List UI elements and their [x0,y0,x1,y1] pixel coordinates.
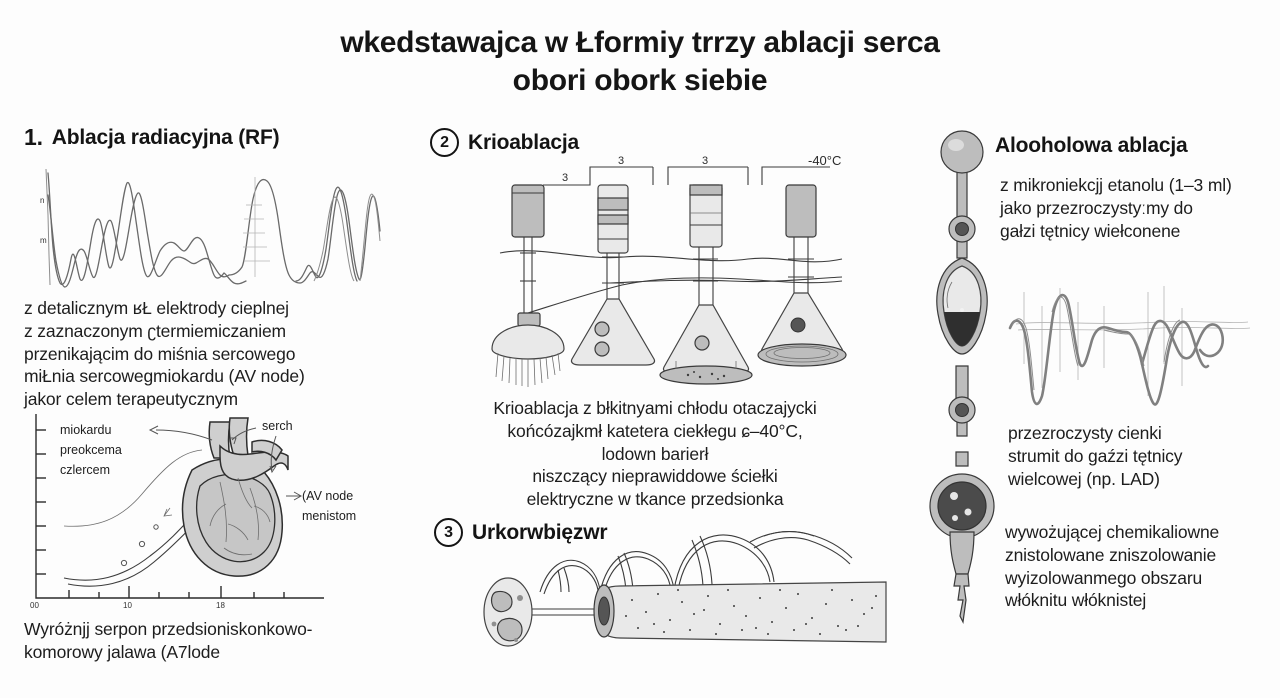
heart-label-left-2: preokcema [60,443,122,457]
rf-caption-line-1: Wyróżnjj serpon przedsioniskonkowo- [24,619,313,639]
pipe-label-1: 3 [562,172,568,184]
cryo-paragraph-line-5: elektryczne w tkance przedsionka [526,489,784,509]
column-rf-ablation: 1. Ablacja radiacyjna (RF) n m [24,124,414,411]
svg-text:n: n [40,196,44,205]
section-number-3: 3 [434,518,463,547]
page-title-line-1: wkedstawajca w Łformiy trrzy ablacji ser… [340,26,940,59]
alcohol-p3-line-2: znistolowane zniszolowanie [1005,544,1217,565]
section-heading-third: 3 Urkorwbięzwr [434,518,608,547]
section-title-cryo: Krioablacja [468,130,580,154]
rf-paragraph: z detalicznym ʁŁ elektrody cieplnej z za… [24,297,414,411]
rf-paragraph-line-5: jakor celem terapeutycznym [24,389,238,409]
alcohol-p2-line-3: wielcowej (np. LAD) [1008,468,1160,489]
heart-label-av-1: (AV node [302,489,353,503]
section-title-alcohol: Alooholowa ablacja [995,134,1188,157]
rf-caption: Wyróżnjj serpon przedsioniskonkowo- komo… [24,618,424,664]
x-tick-0: 00 [30,601,39,610]
page-title: wkedstawajca w Łformiy trrzy ablacji ser… [0,24,1280,101]
section-title-third: Urkorwbięzwr [472,520,608,544]
x-tick-1: 10 [123,601,132,610]
svg-text:m: m [40,236,47,245]
temperature-label: -40°C [808,153,841,168]
alcohol-paragraph-1: z mikroniekcjj etanolu (1–3 ml) jako prz… [1000,174,1232,242]
page-title-line-2: obori obork siebie [512,64,768,98]
rf-caption-line-2: komorowy jalawa (A7lode [24,641,220,662]
section-title-rf: Ablacja radiacyjna (RF) [51,125,280,149]
section-number-2: 2 [430,128,459,157]
heart-label-serch: serch [262,419,293,433]
heart-label-left-3: czlercem [60,463,110,477]
pipe-label-2: 3 [618,155,624,167]
rf-paragraph-line-3: przenikającim do miśnia sercowego [24,343,296,364]
pipe-label-3: 3 [702,155,708,167]
alcohol-paragraph-3: wywożującej chemikaliowne znistolowane z… [1005,521,1219,612]
alcohol-p2-line-1: przezroczysty cienki [1008,423,1162,443]
section-number-1: 1. [24,124,43,150]
x-tick-2: 18 [216,601,225,610]
cryo-paragraph: Krioablacja z błkitnyami chłodu otaczajy… [430,397,880,511]
alcohol-p3-line-3: wyizolowanmego obszaru [1005,567,1203,588]
alcohol-paragraph-2: przezroczysty cienki strumit do gaźzi tę… [1008,422,1183,490]
rf-paragraph-line-1: z detalicznym ʁŁ elektrody cieplnej [24,298,289,318]
alcohol-p1-line-2: jako przezroczystyːmy do [1000,197,1193,218]
cryo-paragraph-line-3: lodown barierł [601,443,709,464]
heart-label-left-1: miokardu [60,423,111,437]
alcohol-ecg-illustration [1008,268,1278,408]
alcohol-p3-line-4: włóknitu włóknistej [1005,590,1147,611]
alcohol-p3-line-1: wywożującej chemikaliowne [1005,522,1220,542]
alcohol-p2-line-2: strumit do gaźzi tętnicy [1008,445,1183,466]
section-heading-rf: 1. Ablacja radiacyjna (RF) [24,124,414,151]
heart-label-av-2: menistom [302,509,356,523]
alcohol-p1-line-1: z mikroniekcjj etanolu (1–3 ml) [1000,175,1232,195]
section-heading-cryo: 2 Krioablacja [430,128,880,157]
alcohol-catheter-illustration [929,130,1032,630]
column-cryoablation: 2 Krioablacja 3 3 3 -40°C [430,128,880,511]
alcohol-p1-line-3: gałzi tętnicy wiełconene [1000,220,1181,241]
cryo-paragraph-line-4: niszczący nieprawiddowe ściełki [532,466,778,487]
rf-paragraph-line-4: miŁnia sercowegmiokaɾdu (AV node) [24,366,305,387]
cryo-apparatus-illustration: 3 3 3 -40°C [490,153,880,393]
heart-anatomy-diagram: 00 10 18 [24,408,374,613]
spray-catheter-illustration [468,520,888,670]
cryo-paragraph-line-2: końcózajkmł katetera ciekłegu ɕ–40°C, [507,420,803,441]
rf-ecg-illustration: n m [24,155,414,295]
cryo-paragraph-line-1: Krioablacja z błkitnyami chłodu otaczajy… [493,398,817,418]
rf-paragraph-line-2: z zaznaczonym ʗtermiemiczaniem [24,320,286,341]
